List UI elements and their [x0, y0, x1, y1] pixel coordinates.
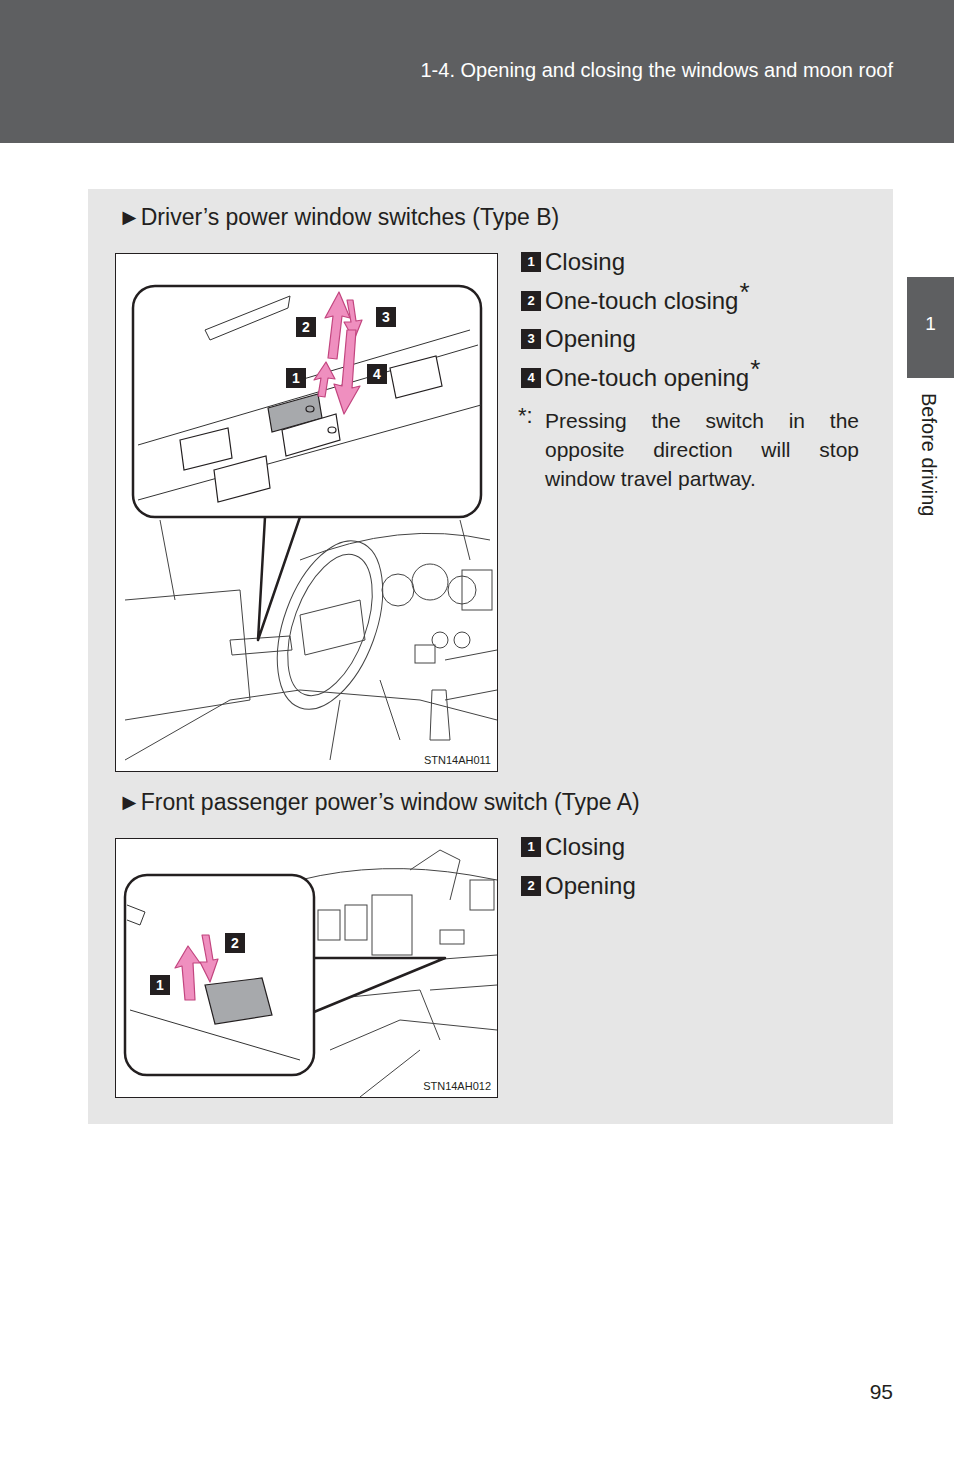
footnote-mark: *	[739, 279, 749, 305]
legend-text: One-touch opening	[545, 365, 749, 391]
callout-number: 1	[286, 368, 306, 388]
header-band: 1-4. Opening and closing the windows and…	[0, 0, 954, 143]
chapter-tab: 1Before driving	[907, 277, 954, 378]
callout-number: 2	[225, 933, 245, 953]
callout-number: 1	[150, 975, 170, 995]
running-header: 1-4. Opening and closing the windows and…	[420, 58, 893, 82]
footnote-mark: *	[750, 356, 760, 382]
panel-ground	[88, 189, 893, 1124]
legend-item: 1Closing	[521, 249, 625, 275]
legend-item: 2Opening	[521, 873, 636, 899]
callout-number: 2	[296, 317, 316, 337]
chapter-number: 1	[907, 313, 954, 335]
callout-number: 2	[296, 317, 316, 337]
content-panel: ►Driver’s power window switches (Type B)…	[88, 189, 893, 1124]
callout-number: 1	[150, 975, 170, 995]
callout-number: 2	[225, 933, 245, 953]
figure-frame	[116, 839, 498, 1098]
legend-text: One-touch closing	[545, 288, 738, 314]
legend-text: Closing	[545, 249, 625, 275]
callout-number: 3	[521, 329, 541, 349]
legend-item: 2One-touch closing*	[521, 288, 750, 314]
dashboard-illustration	[300, 850, 497, 1097]
legend-text: Closing	[545, 834, 625, 860]
legend-item: 1Closing	[521, 834, 625, 860]
callout-number: 4	[521, 368, 541, 388]
callout-pointer	[258, 517, 300, 640]
door-trim	[127, 905, 300, 1060]
callout-number: 2	[521, 291, 541, 311]
section-heading: ►Driver’s power window switches (Type B)	[118, 203, 559, 231]
callout-number: 1	[521, 252, 541, 272]
callout-pointer	[314, 958, 445, 1012]
footnote-mark: *:	[518, 403, 533, 429]
figure-id: STN14AH011	[424, 754, 491, 767]
figure-box: STN14AH011 2 3 1 4	[115, 253, 498, 772]
callout-number: 3	[376, 307, 396, 327]
direction-arrows	[175, 935, 218, 1000]
direction-arrows	[314, 292, 362, 414]
callout-number: 2	[521, 876, 541, 896]
window-switches	[180, 356, 442, 502]
legend-text: Opening	[545, 326, 636, 352]
section-heading: ►Front passenger power’s window switch (…	[118, 788, 640, 816]
legend-item: 4One-touch opening*	[521, 365, 760, 391]
detail-inset	[125, 875, 314, 1075]
window-switch	[205, 978, 272, 1024]
callout-number: 4	[367, 364, 387, 384]
chapter-title: Before driving	[917, 393, 940, 516]
legend-item: 3Opening	[521, 326, 636, 352]
figure-box: STN14AH012 2 1	[115, 838, 498, 1098]
door-switch-panel	[138, 296, 481, 500]
detail-inset	[133, 286, 481, 517]
figure-frame	[116, 254, 498, 772]
callout-number: 1	[286, 368, 306, 388]
callout-number: 3	[376, 307, 396, 327]
cabin-illustration	[125, 520, 497, 760]
footnote-text: Pressing the switch in the opposite dire…	[545, 406, 859, 493]
callout-number: 4	[367, 364, 387, 384]
callout-number: 1	[521, 837, 541, 857]
legend-text: Opening	[545, 873, 636, 899]
page-number: 95	[870, 1380, 893, 1404]
figure-id: STN14AH012	[423, 1080, 491, 1093]
